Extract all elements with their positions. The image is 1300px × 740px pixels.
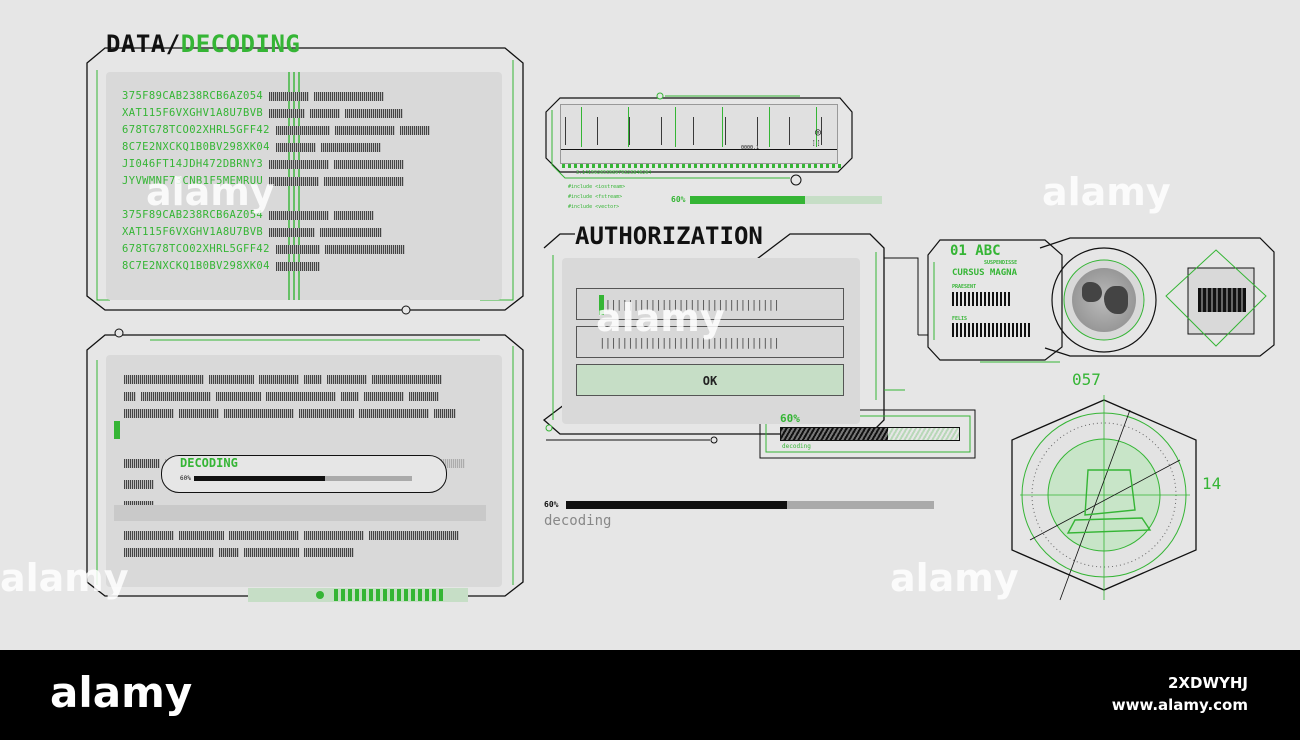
decoding-percent: 60% [180,475,191,482]
code-row: XAT115F6VXGHV1A8U7BVB [122,224,492,241]
watermark: alamy [596,296,725,340]
scanner-options: #include <iostream> #include <fstream> #… [568,182,625,212]
code-row: 375F89CAB238RCB6AZ054 [122,207,492,224]
scanner-progress-track [690,196,882,204]
field-value: |||||||||||||||||||||||||||||||| [599,298,780,311]
scanner-option: #include <fstream> [568,194,623,200]
data-panel: 375F89CAB238RCB6AZ054 XAT115F6VXGHV1A8U7… [106,72,502,300]
barcode-icon [952,292,1010,306]
decoding-panel: DECODING 60% [106,355,502,587]
code-line: JI046FT14JDH472DBRNY3 [122,158,264,170]
password-field-2[interactable]: |||||||||||||||||||||||||||||||| [576,326,844,358]
progress-box-fill [781,428,888,440]
code-row: 678TG78TCO02XHRL5GFF42 [122,122,492,139]
cursor-marker [114,421,120,439]
code-row: 678TG78TCO02XHRL5GFF42 [122,241,492,258]
code-line: XAT115F6VXGHV1A8U7BVB [122,226,264,238]
scanner-dash [562,164,842,168]
code-line: XAT115F6VXGHV1A8U7BVB [122,107,264,119]
id-card-name: CURSUS MAGNA [952,268,1018,278]
scanner-tick-value: 0000.1 [741,145,760,151]
text-placeholder-block [124,371,484,422]
code-row: 8C7E2NXCKQ1B0BV298XK04 [122,258,492,275]
scanner-option: #include <iostream> [568,184,626,190]
title-data: DATA/ [106,30,181,58]
bottom-strip [248,588,468,602]
id-card-code: 01 ABC [950,243,1001,259]
image-id: 2XDWYHJ [1168,674,1248,692]
id-card-tag: SUSPENDISSE [984,260,1018,266]
code-row: JYVWMNF73CNB1F5MEMRUU [122,173,492,190]
title-decoding: DECODING [180,30,301,58]
grid-icon: ⁞⁞ [811,139,821,148]
watermark: alamy [146,170,275,214]
code-line: 678TG78TCO02XHRL5GFF42 [122,124,270,136]
text-placeholder-block [124,527,484,561]
progress-box-label: 60% [780,412,800,425]
code-line: 8C7E2NXCKQ1B0BV298XK04 [122,260,270,272]
scanner-display: 0000.1 ◎ ⁞⁞ [560,104,838,164]
code-block: 375F89CAB238RCB6AZ054 XAT115F6VXGHV1A8U7… [122,88,492,275]
footer-logo: alamy [50,668,193,717]
scanner-progress-fill [690,196,806,204]
footer-bar: alamy 2XDWYHJ www.alamy.com [0,650,1300,740]
code-row: 8C7E2NXCKQ1B0BV298XK04 [122,139,492,156]
standalone-progress-caption: decoding [544,513,612,529]
code-line: JYVWMNF73CNB1F5MEMRUU [122,175,264,187]
authorization-title: AUTHORIZATION [575,222,763,250]
ok-button[interactable]: OK [576,364,844,396]
standalone-progress-label: 60% [544,500,559,509]
site-url: www.alamy.com [1111,696,1248,714]
chip-icon [1198,288,1246,312]
field-value: |||||||||||||||||||||||||||||||| [599,336,780,349]
data-decoding-title: DATA/DECODING [106,30,300,58]
standalone-progress-fill [566,501,787,509]
scanner-progress-label: 60% [671,195,686,204]
radar-top-value: 057 [1072,370,1101,389]
watermark: alamy [1042,170,1171,214]
id-card-field2: FELIS [952,316,968,322]
id-card-field1: PRAESENT [952,284,977,290]
scanner-option: #include <vector> [568,204,620,210]
standalone-progress-track [566,501,934,509]
password-field-1[interactable]: |||||||||||||||||||||||||||||||| [576,288,844,320]
id-code: 01 [950,243,967,259]
decoding-progress-track [194,476,412,481]
scanner-green-ticks [581,107,821,147]
decoding-progress-fill [194,476,325,481]
scanner-caption: 3.14159265358979323846264 [576,170,652,176]
globe-icon [1072,268,1136,332]
code-line: 678TG78TCO02XHRL5GFF42 [122,243,270,255]
code-line: 8C7E2NXCKQ1B0BV298XK04 [122,141,270,153]
watermark: alamy [890,556,1019,600]
code-row: JI046FT14JDH472DBRNY3 [122,156,492,173]
target-icon: ◎ [814,127,821,138]
highlight-strip [114,505,486,521]
progress-box-track [780,427,960,441]
watermark: alamy [0,556,129,600]
code-row: XAT115F6VXGHV1A8U7BVB [122,105,492,122]
code-line: 375F89CAB238RCB6AZ054 [122,209,264,221]
progress-box-sublabel: decoding [782,443,811,450]
decoding-capsule: DECODING 60% [161,455,447,493]
code-line: 375F89CAB238RCB6AZ054 [122,90,264,102]
text-cursor [599,295,604,315]
radar-side-value: 14 [1202,474,1222,493]
barcode-icon [952,323,1030,337]
decoding-label: DECODING [180,456,238,470]
id-abc: ABC [975,243,1001,259]
code-row: 375F89CAB238RCB6AZ054 [122,88,492,105]
